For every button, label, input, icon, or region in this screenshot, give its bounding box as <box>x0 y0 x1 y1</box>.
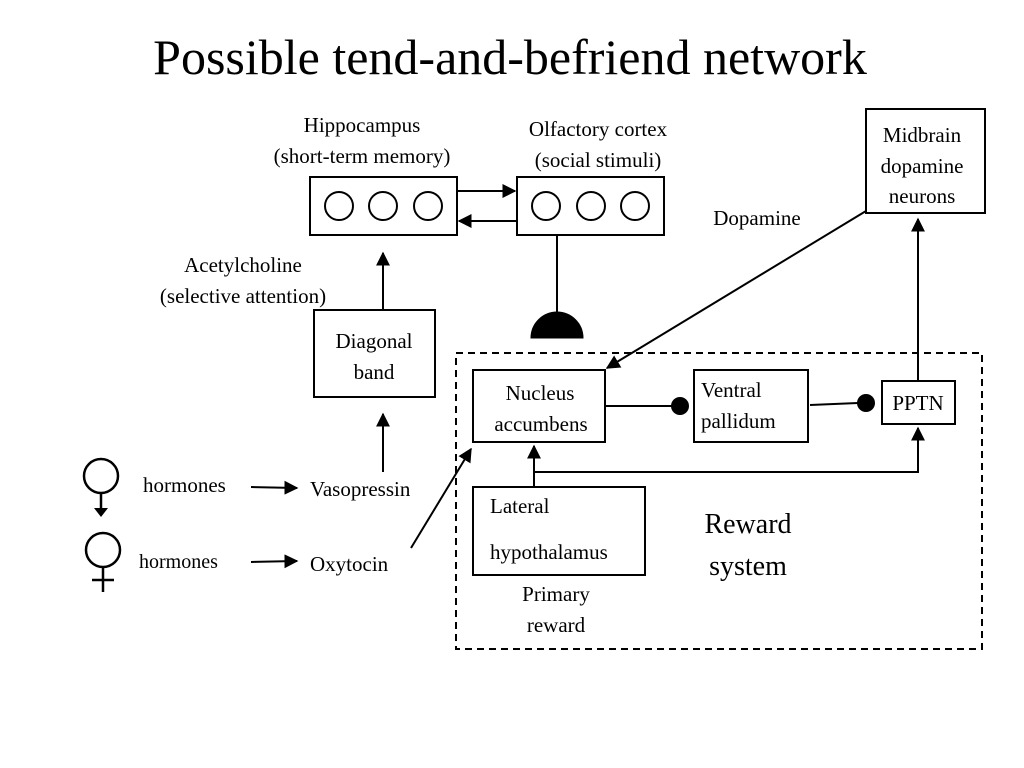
olfactory-cortex-sublabel: (social stimuli) <box>535 148 662 172</box>
ventral-pallidum-label: Ventral <box>701 378 762 402</box>
female-symbol-icon <box>84 531 122 569</box>
acetylcholine-label: Acetylcholine <box>184 253 302 277</box>
arrow-midbrain-to-accumbens <box>605 210 867 369</box>
male-symbol-icon-head <box>94 508 108 517</box>
male-symbol-icon <box>82 457 120 495</box>
hippocampus-neuron <box>324 191 354 221</box>
inhibitory-terminal-icon <box>671 397 689 415</box>
vasopressin-label: Vasopressin <box>310 477 411 501</box>
pptn-label: PPTN <box>892 391 943 415</box>
ventral-pallidum-box <box>693 369 809 443</box>
inhibitory-synapse-icon <box>530 311 584 339</box>
acetylcholine-sublabel: (selective attention) <box>160 284 326 308</box>
ventral-pallidum-label-2: pallidum <box>701 409 776 433</box>
primary-reward-label: Primary <box>522 582 590 606</box>
pptn-box <box>881 380 956 425</box>
lateral-hypothalamus-label-2: hypothalamus <box>490 540 608 564</box>
diagonal-band-label: Diagonal <box>336 329 413 353</box>
arrow-hormones-to-oxytocin <box>250 554 299 569</box>
olfactory-neuron <box>531 191 561 221</box>
midbrain-label-3: neurons <box>889 184 956 208</box>
lateral-hypothalamus-box <box>472 486 646 576</box>
olfactory-cortex-label: Olfactory cortex <box>529 117 668 141</box>
midbrain-label-2: dopamine <box>881 154 964 178</box>
arrow-hypothalamus-to-pptn <box>534 426 925 473</box>
nucleus-accumbens-label: Nucleus <box>506 381 575 405</box>
midbrain-dopamine-box <box>865 108 986 214</box>
reward-system-label-2: system <box>709 551 787 582</box>
diagonal-band-label-2: band <box>354 360 395 384</box>
nucleus-accumbens-box <box>472 369 606 443</box>
oxytocin-label: Oxytocin <box>310 552 389 576</box>
hippocampus-neuron <box>368 191 398 221</box>
reward-system-region <box>455 352 983 650</box>
inhibitory-terminal-icon <box>857 394 875 412</box>
page-title: Possible tend-and-befriend network <box>153 29 867 85</box>
link-pallidum-to-pptn <box>809 402 859 406</box>
nucleus-accumbens-label-2: accumbens <box>494 412 587 436</box>
hormones-male-label: hormones <box>143 473 226 497</box>
reward-system-label: Reward <box>704 509 791 540</box>
midbrain-label: Midbrain <box>883 123 962 147</box>
dopamine-label: Dopamine <box>713 206 800 230</box>
hippocampus-sublabel: (short-term memory) <box>274 144 451 168</box>
hippocampus-neuron <box>413 191 443 221</box>
diagonal-band-box <box>313 309 436 398</box>
lateral-hypothalamus-label: Lateral <box>490 494 550 518</box>
arrow-oxytocin-to-accumbens <box>410 447 472 549</box>
primary-reward-label-2: reward <box>527 613 586 637</box>
arrow-hormones-to-vasopressin <box>250 480 299 495</box>
olfactory-neuron <box>576 191 606 221</box>
hippocampus-label: Hippocampus <box>304 113 421 137</box>
olfactory-neuron <box>620 191 650 221</box>
hormones-female-label: hormones <box>139 551 218 573</box>
